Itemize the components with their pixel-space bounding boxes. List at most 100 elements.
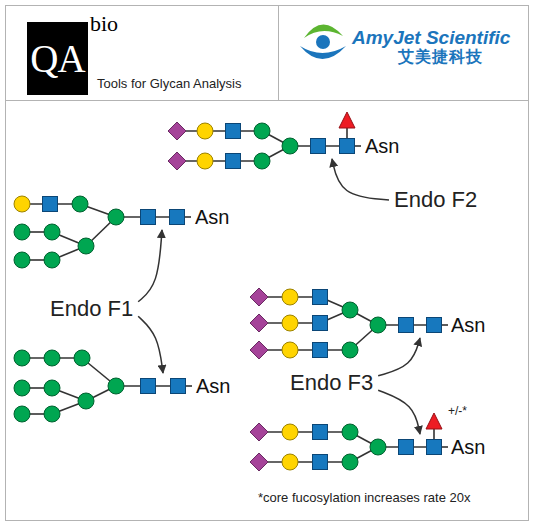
glcnac bbox=[313, 343, 328, 358]
asn-label: Asn bbox=[196, 375, 233, 397]
glycan-bond bbox=[185, 216, 191, 218]
sialic-acid bbox=[168, 122, 186, 140]
mannose bbox=[14, 380, 30, 396]
cleavage-arrow bbox=[378, 390, 420, 434]
galactose bbox=[197, 123, 213, 139]
enzyme-name: Endo F1 bbox=[48, 297, 135, 321]
asn-label: Asn bbox=[451, 436, 488, 458]
mannose bbox=[74, 350, 90, 366]
mannose bbox=[44, 406, 60, 422]
glycan-bonds bbox=[22, 122, 448, 462]
mannose bbox=[14, 224, 30, 240]
glycan-symbols bbox=[14, 112, 442, 471]
logo-text: QA bbox=[30, 37, 84, 81]
glcnac bbox=[311, 139, 326, 154]
glcnac bbox=[313, 425, 328, 440]
glcnac bbox=[399, 440, 414, 455]
galactose bbox=[282, 424, 298, 440]
tagline: Tools for Glycan Analysis bbox=[97, 76, 242, 92]
galactose bbox=[282, 315, 298, 331]
galactose bbox=[14, 196, 30, 212]
mannose bbox=[14, 350, 30, 366]
mannose bbox=[108, 209, 124, 225]
asn-label: Asn bbox=[451, 314, 488, 336]
sialic-acid bbox=[250, 341, 268, 359]
glcnac bbox=[226, 124, 241, 139]
cleavage-arrow bbox=[138, 230, 162, 302]
fucose-note-mark: +/-* bbox=[448, 404, 467, 418]
enzyme-label: Endo F2 bbox=[392, 188, 479, 212]
icon-dot bbox=[316, 35, 330, 49]
glcnac bbox=[399, 318, 414, 333]
glycan-bond bbox=[259, 349, 350, 351]
mannose bbox=[44, 252, 60, 268]
glycan-structure: Asn bbox=[157, 375, 233, 397]
enzyme-name: Endo F3 bbox=[288, 371, 375, 395]
glycan-bond bbox=[355, 145, 361, 147]
glycan-structure: Asn bbox=[156, 206, 232, 228]
asn-label: Asn bbox=[365, 135, 402, 157]
glycan-structure: Asn bbox=[414, 314, 488, 336]
glycan-bond bbox=[177, 130, 262, 132]
glcnac bbox=[171, 379, 186, 394]
mannose bbox=[342, 302, 358, 318]
mannose bbox=[14, 252, 30, 268]
mannose bbox=[44, 380, 60, 396]
glycan-structure: Asn bbox=[414, 436, 488, 458]
company-name: AmyJet Scientific bbox=[352, 27, 510, 49]
glycan-bond bbox=[259, 431, 350, 433]
glycan-bond bbox=[259, 461, 350, 463]
mannose bbox=[78, 393, 94, 409]
mannose bbox=[44, 350, 60, 366]
mannose bbox=[78, 238, 94, 254]
glycan-bond bbox=[442, 446, 448, 448]
glycan-bond bbox=[186, 385, 192, 387]
mannose bbox=[342, 342, 358, 358]
mannose bbox=[370, 317, 386, 333]
glcnac bbox=[313, 455, 328, 470]
glcnac bbox=[313, 290, 328, 305]
sialic-acid bbox=[168, 152, 186, 170]
mannose bbox=[342, 454, 358, 470]
enzyme-label: Endo F3 bbox=[288, 371, 375, 395]
sialic-acid bbox=[250, 453, 268, 471]
cleavage-arrow bbox=[138, 316, 163, 373]
mannose bbox=[72, 196, 88, 212]
logo-suffix: bio bbox=[90, 12, 118, 36]
galactose bbox=[282, 342, 298, 358]
cleavage-arrow bbox=[332, 159, 389, 200]
cleavage-arrow bbox=[378, 338, 420, 376]
mannose bbox=[108, 378, 124, 394]
glcnac bbox=[141, 379, 156, 394]
mannose bbox=[342, 424, 358, 440]
sialic-acid bbox=[250, 288, 268, 306]
glcnac bbox=[427, 440, 442, 455]
logo-box: QAbio bbox=[27, 22, 88, 95]
mannose bbox=[370, 439, 386, 455]
galactose bbox=[282, 454, 298, 470]
galactose bbox=[282, 289, 298, 305]
header-divider bbox=[278, 5, 279, 100]
company-icon bbox=[300, 24, 346, 59]
galactose bbox=[197, 153, 213, 169]
sialic-acid bbox=[250, 314, 268, 332]
glycan-bond bbox=[442, 324, 448, 326]
outer-frame bbox=[6, 6, 529, 521]
company-name-chinese: 艾美捷科技 bbox=[398, 47, 483, 66]
footnote: *core fucosylation increases rate 20x bbox=[258, 490, 470, 506]
fucose bbox=[339, 112, 355, 128]
enzyme-label: Endo F1 bbox=[48, 297, 135, 321]
header-divider bbox=[5, 100, 529, 101]
glcnac bbox=[43, 197, 58, 212]
mannose bbox=[282, 138, 298, 154]
glcnac bbox=[427, 318, 442, 333]
mannose bbox=[254, 123, 270, 139]
asn-label: Asn bbox=[195, 206, 232, 228]
glycan-structure: Asn bbox=[326, 135, 402, 157]
glcnac bbox=[170, 210, 185, 225]
glcnac bbox=[141, 210, 156, 225]
glycan-bond bbox=[177, 160, 262, 162]
glcnac bbox=[313, 316, 328, 331]
glcnac bbox=[226, 154, 241, 169]
